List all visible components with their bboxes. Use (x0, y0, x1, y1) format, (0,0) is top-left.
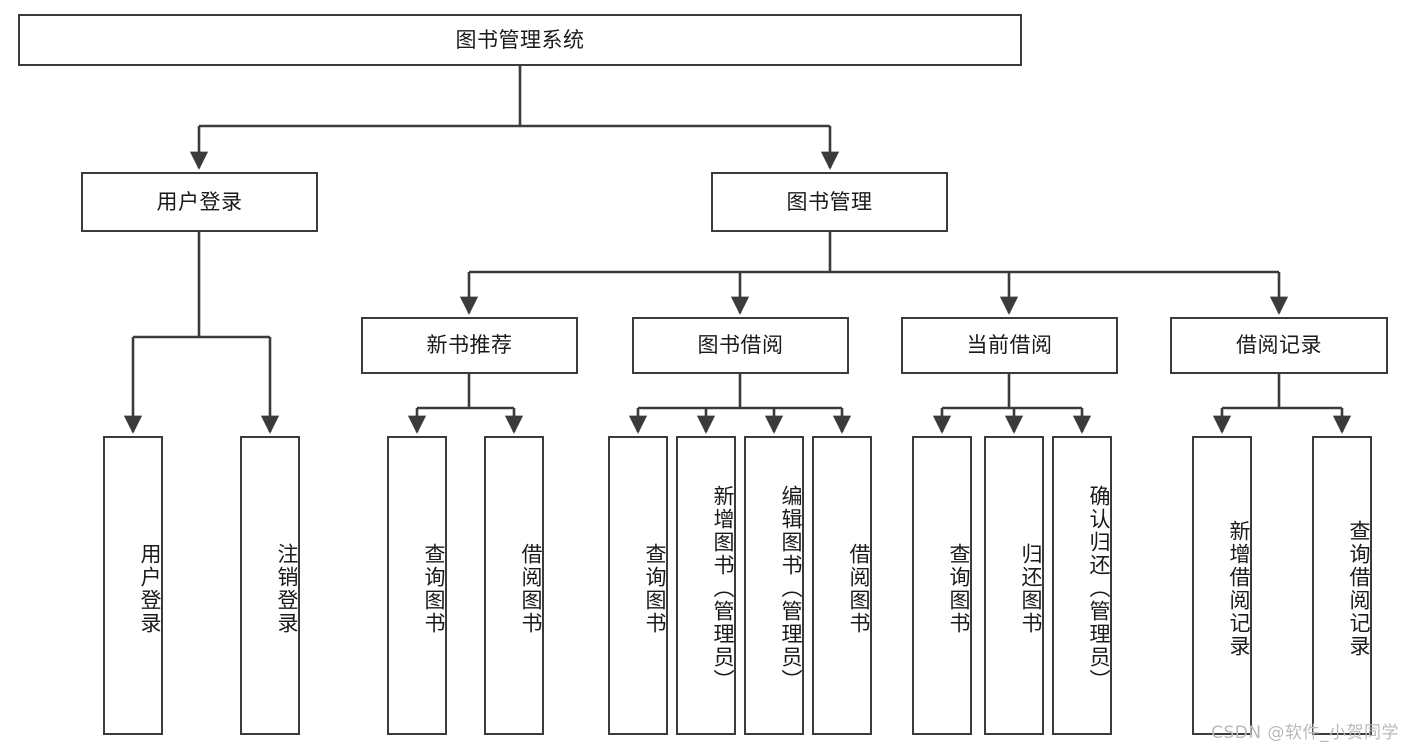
leaf-return-book[interactable]: 归还图书 (984, 436, 1044, 735)
leaf-query-book-recommend[interactable]: 查询图书 (387, 436, 447, 735)
node-borrow-record-label: 借阅记录 (1236, 333, 1322, 358)
leaf-query-book-borrow-label: 查询图书 (643, 542, 667, 635)
leaf-logout-label: 注销登录 (275, 542, 299, 635)
leaf-borrow-book-recommend[interactable]: 借阅图书 (484, 436, 544, 735)
leaf-return-book-label: 归还图书 (1019, 542, 1043, 635)
leaf-add-book-admin[interactable]: 新增图书（管理员） (676, 436, 736, 735)
leaf-query-borrow-record[interactable]: 查询借阅记录 (1312, 436, 1372, 735)
leaf-add-borrow-record-label: 新增借阅记录 (1227, 519, 1251, 658)
leaf-borrow-book-recommend-label: 借阅图书 (519, 542, 543, 635)
leaf-query-book-recommend-label: 查询图书 (422, 542, 446, 635)
node-book-manage[interactable]: 图书管理 (711, 172, 948, 232)
leaf-user-login-label: 用户登录 (138, 542, 162, 635)
leaf-query-borrow-record-label: 查询借阅记录 (1347, 519, 1371, 658)
leaf-add-borrow-record[interactable]: 新增借阅记录 (1192, 436, 1252, 735)
node-current-borrow[interactable]: 当前借阅 (901, 317, 1118, 374)
leaf-confirm-return-admin-label: 确认归还（管理员） (1087, 485, 1111, 692)
node-current-borrow-label: 当前借阅 (966, 333, 1053, 358)
leaf-edit-book-admin-label: 编辑图书（管理员） (779, 485, 803, 692)
watermark: CSDN @软件_小贺同学 (1211, 723, 1399, 743)
node-user-login-label: 用户登录 (156, 189, 243, 214)
leaf-logout[interactable]: 注销登录 (240, 436, 300, 735)
node-root[interactable]: 图书管理系统 (18, 14, 1022, 66)
leaf-borrow-book[interactable]: 借阅图书 (812, 436, 872, 735)
leaf-confirm-return-admin[interactable]: 确认归还（管理员） (1052, 436, 1112, 735)
leaf-add-book-admin-label: 新增图书（管理员） (711, 485, 735, 692)
node-new-book-recommend[interactable]: 新书推荐 (361, 317, 578, 374)
node-book-borrow-label: 图书借阅 (697, 333, 784, 358)
node-user-login[interactable]: 用户登录 (81, 172, 318, 232)
leaf-edit-book-admin[interactable]: 编辑图书（管理员） (744, 436, 804, 735)
leaf-query-book-current-label: 查询图书 (947, 542, 971, 635)
leaf-query-book-current[interactable]: 查询图书 (912, 436, 972, 735)
leaf-query-book-borrow[interactable]: 查询图书 (608, 436, 668, 735)
node-root-label: 图书管理系统 (455, 27, 585, 52)
node-borrow-record[interactable]: 借阅记录 (1170, 317, 1388, 374)
node-new-book-recommend-label: 新书推荐 (426, 333, 513, 358)
node-book-borrow[interactable]: 图书借阅 (632, 317, 849, 374)
leaf-borrow-book-label: 借阅图书 (847, 542, 871, 635)
node-book-manage-label: 图书管理 (786, 189, 873, 214)
leaf-user-login[interactable]: 用户登录 (103, 436, 163, 735)
